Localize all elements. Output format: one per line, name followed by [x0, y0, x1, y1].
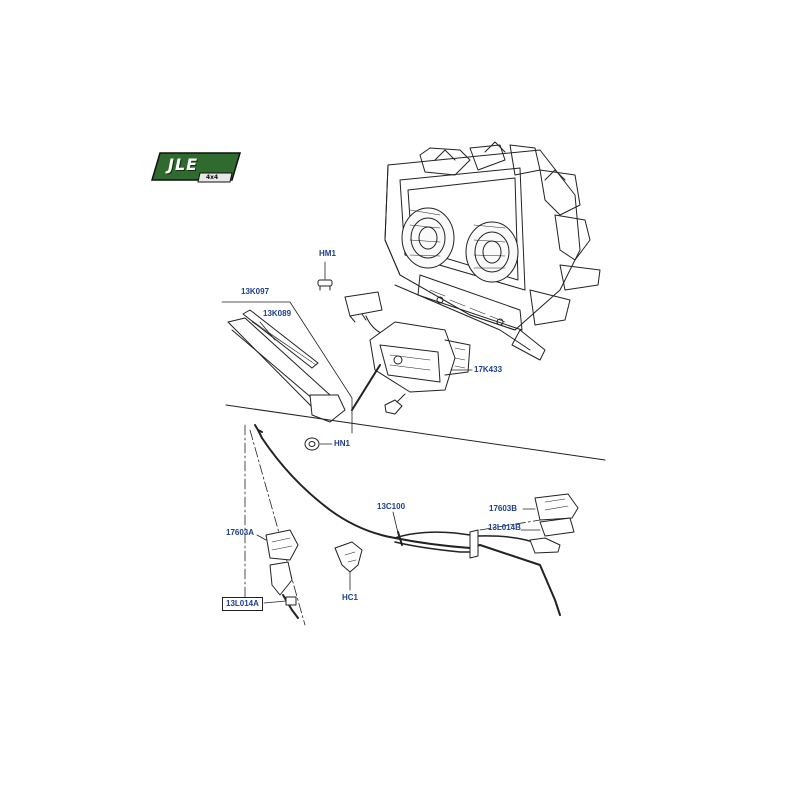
jle-logo: JLE 4x4: [150, 150, 242, 186]
label-13c100: 13C100: [377, 502, 406, 511]
label-13k097: 13K097: [241, 287, 270, 296]
label-13l014a: 13L014A: [222, 597, 263, 611]
washer-jets-right: [520, 493, 579, 554]
wiper-arm-assembly: [221, 301, 353, 434]
bolt: [384, 393, 406, 415]
logo-subtext: 4x4: [206, 174, 219, 181]
label-17k433: 17K433: [474, 365, 503, 374]
label-17603a: 17603A: [226, 528, 255, 537]
washer-hose-13c100: [254, 424, 561, 616]
logo-text: JLE: [168, 155, 199, 174]
label-hm1: HM1: [319, 249, 336, 258]
label-13l014b: 13L014B: [488, 523, 521, 532]
label-hc1: HC1: [342, 593, 359, 602]
cap-hn1: [304, 437, 333, 451]
label-hn1: HN1: [334, 439, 351, 448]
label-13k089: 13K089: [263, 309, 292, 318]
label-17603b: 17603B: [489, 504, 518, 513]
washer-jets-left: [256, 529, 299, 619]
clip-hc1: [334, 541, 363, 591]
bulb-hm1: [317, 261, 333, 291]
wiper-motor-17k433: [351, 321, 473, 411]
headlamp-assembly: [384, 141, 601, 361]
connector-plug: [344, 291, 386, 336]
